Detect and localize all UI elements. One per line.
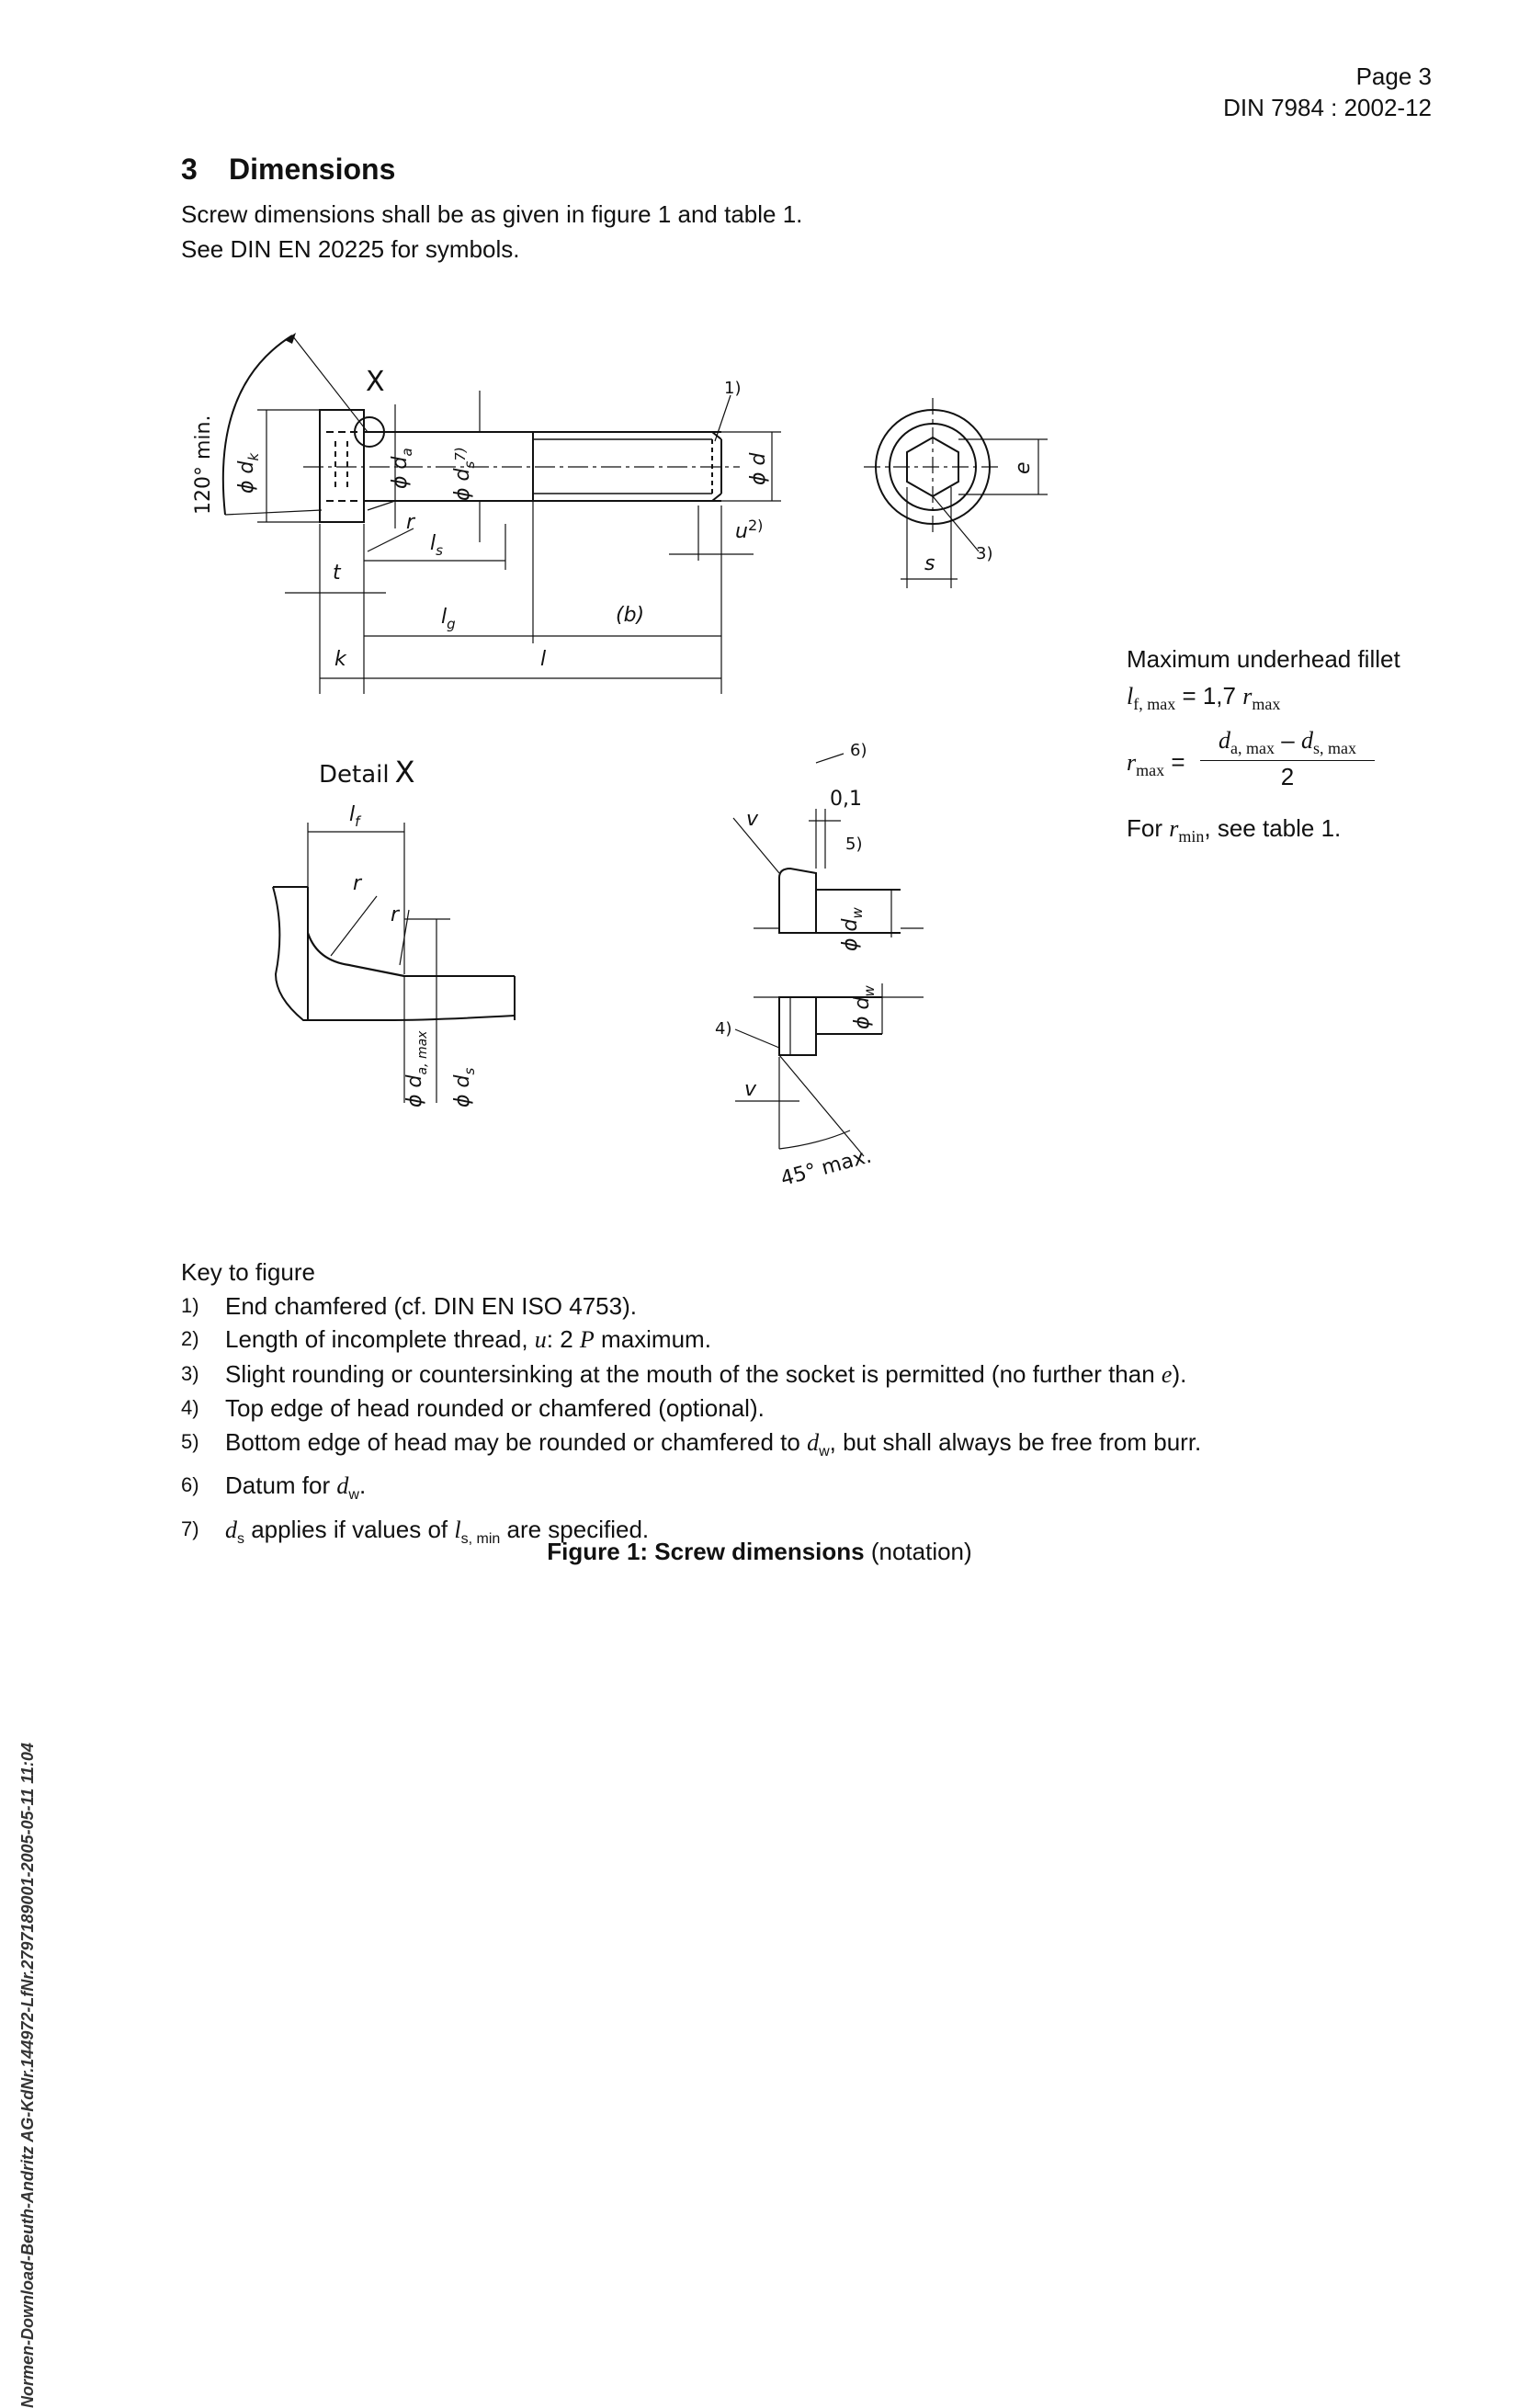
fraction-denominator: 2 xyxy=(1280,763,1295,790)
section-heading: 3 Dimensions xyxy=(181,153,395,187)
key-title: Key to figure xyxy=(181,1258,315,1286)
note-1-marker: 1) xyxy=(724,379,741,398)
document-id: DIN 7984 : 2002-12 xyxy=(1223,94,1432,121)
page-number: Page 3 xyxy=(1355,62,1432,90)
fillet-see-table: For rmin, see table 1. xyxy=(1127,814,1342,846)
section-title: Dimensions xyxy=(229,153,396,186)
note-6-marker: 6) xyxy=(850,741,867,760)
note-3-marker: 3) xyxy=(976,544,992,563)
edge-detail-bottom xyxy=(734,983,924,1157)
ds-detail-label: ϕ ds xyxy=(451,1068,478,1107)
d-label: ϕ d xyxy=(747,451,770,485)
x-marker: X xyxy=(366,366,385,398)
u-label: u2) xyxy=(735,517,763,543)
intro-paragraph: Screw dimensions shall be as given in fi… xyxy=(181,197,802,267)
screw-head xyxy=(319,409,365,523)
angle-label: 120° min. xyxy=(192,415,215,515)
section-number: 3 xyxy=(181,153,198,186)
da-label: ϕ da xyxy=(389,448,415,489)
r-detail-label-1: r xyxy=(353,872,363,895)
screw-drawing: 120° min. X ϕ dk ϕ da ϕ ds7) ϕ d 1) u2) … xyxy=(192,333,1048,1191)
edge-detail-top xyxy=(732,753,924,937)
detail-x-view xyxy=(272,823,516,1103)
tolerance-label: 0,1 xyxy=(830,788,862,811)
ds-label: ϕ ds7) xyxy=(451,447,478,501)
l-label: l xyxy=(540,648,546,671)
r-detail-label-2: r xyxy=(391,903,401,926)
k-label: k xyxy=(334,648,347,671)
v-label-top: v xyxy=(746,808,759,831)
dw-label-top: ϕ dw xyxy=(839,907,866,951)
note-4-marker: 4) xyxy=(715,1019,731,1039)
fillet-title: Maximum underhead fillet xyxy=(1127,645,1400,673)
intro-line-1: Screw dimensions shall be as given in fi… xyxy=(181,200,803,228)
intro-line-2: See DIN EN 20225 for symbols. xyxy=(181,235,520,263)
key-item: 2)Length of incomplete thread, u: 2 P ma… xyxy=(181,1325,711,1353)
side-view xyxy=(221,333,781,694)
dk-label: ϕ dk xyxy=(235,452,262,494)
fraction-numerator: da, max – ds, max xyxy=(1200,726,1375,762)
b-label: (b) xyxy=(616,604,644,627)
da-max-label: ϕ da, max xyxy=(403,1030,430,1107)
lf-label: lf xyxy=(349,803,362,830)
ls-label: ls xyxy=(430,532,443,559)
download-watermark: Normen-Download-Beuth-Andritz AG-KdNr.14… xyxy=(18,1743,37,2408)
dw-label-bottom: ϕ dw xyxy=(851,985,878,1029)
v-label-bottom: v xyxy=(744,1078,757,1101)
t-label: t xyxy=(333,562,342,585)
key-item: 3)Slight rounding or countersinking at t… xyxy=(181,1359,1187,1388)
fillet-lf-formula: lf, max = 1,7 rmax xyxy=(1127,682,1281,714)
lg-label: lg xyxy=(441,606,456,632)
note-5-marker: 5) xyxy=(845,835,862,854)
fillet-r-formula: rmax = da, max – ds, max 2 xyxy=(1127,726,1384,790)
e-label: e xyxy=(1012,461,1035,474)
angle45-label: 45° max. xyxy=(778,1145,874,1191)
page-header: Page 3 DIN 7984 : 2002-12 xyxy=(1223,61,1432,123)
end-view xyxy=(864,398,1048,588)
figure-caption: Figure 1: Screw dimensions (notation) xyxy=(547,1538,972,1565)
key-item: 7)ds applies if values of ls, min are sp… xyxy=(181,1515,650,1548)
r-label: r xyxy=(406,511,416,534)
key-item: 5)Bottom edge of head may be rounded or … xyxy=(181,1427,1202,1460)
figure-key: Key to figure 1)End chamfered (cf. DIN E… xyxy=(181,1255,1201,1557)
key-item: 4)Top edge of head rounded or chamfered … xyxy=(181,1394,765,1422)
key-item: 6)Datum for dw. xyxy=(181,1471,367,1504)
key-item: 1)End chamfered (cf. DIN EN ISO 4753). xyxy=(181,1291,637,1320)
s-label: s xyxy=(924,552,935,575)
